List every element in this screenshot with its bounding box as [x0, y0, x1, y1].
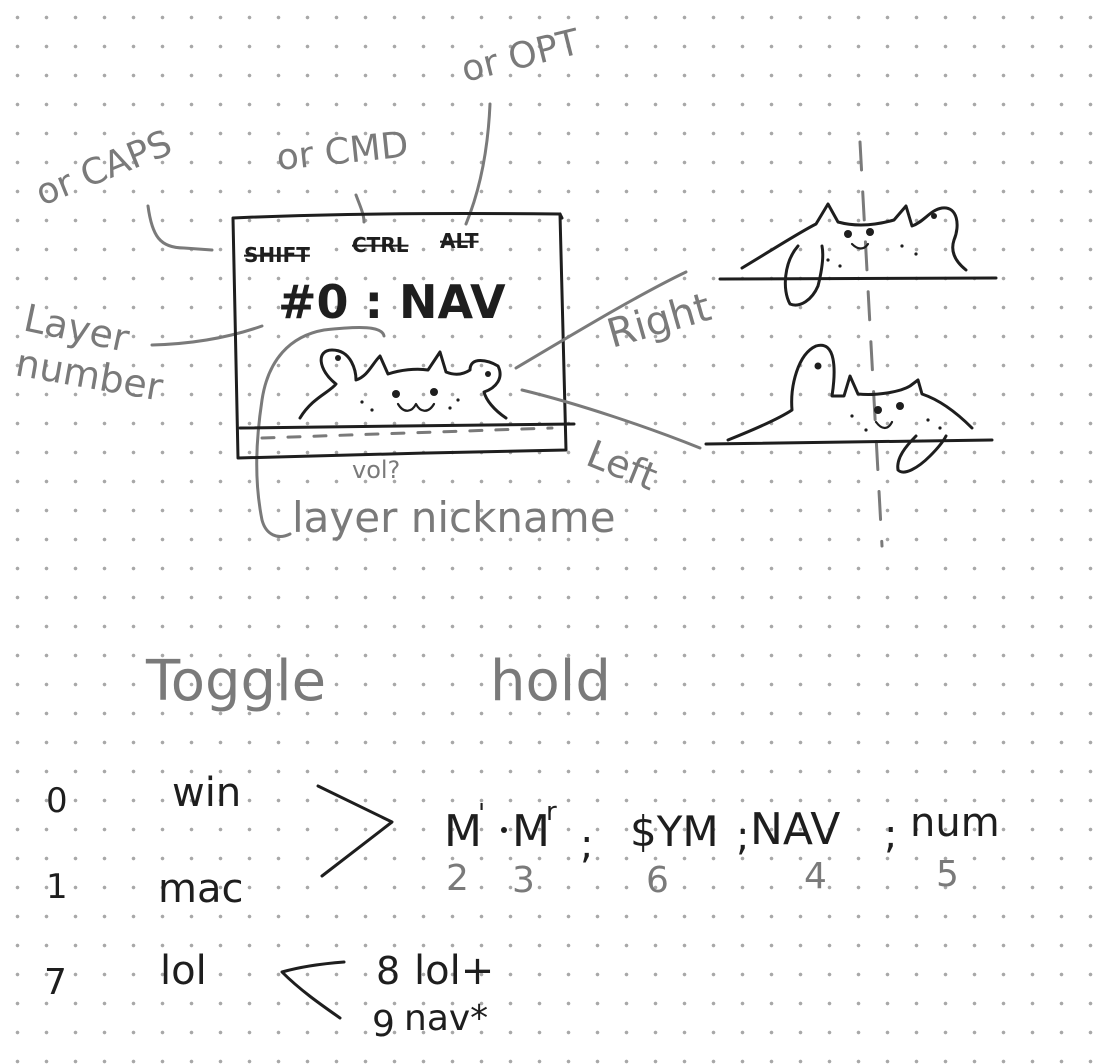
annotation-or-cmd: or CMD	[275, 124, 411, 179]
hold-layer-m1-number: 2	[446, 858, 469, 899]
hold-layer-num-number: 5	[936, 854, 959, 895]
leader-line-layer-number	[150, 324, 264, 347]
annotation-left: Left	[581, 432, 664, 500]
svg-text:;: ;	[580, 822, 593, 868]
display-frame	[231, 211, 568, 460]
toggle-row-1-number: 1	[46, 867, 68, 907]
svg-text:r: r	[546, 797, 557, 827]
header-hold: hold	[490, 649, 611, 714]
hold-layer-num-name: num	[910, 800, 1000, 846]
toggle-row-1-name: mac	[158, 866, 243, 912]
annotation-layer-nickname: layer nickname	[292, 493, 616, 542]
annotation-right: Right	[602, 284, 716, 357]
annotation-vol: vol?	[352, 456, 400, 484]
modifier-shift: SHIFT	[244, 243, 310, 267]
centre-divider-dashed	[858, 140, 884, 548]
hold-layer-nav-number: 4	[804, 856, 827, 897]
hold-layer-m2-number: 3	[512, 860, 535, 901]
chevron-right-icon	[316, 784, 394, 878]
chevron-left-icon	[280, 960, 346, 1020]
cat-icon-left-aligned	[704, 343, 994, 474]
modifier-alt: ALT	[440, 229, 479, 253]
leader-line-cmd	[354, 193, 366, 224]
lol-hold-9-name: nav*	[404, 998, 488, 1039]
hold-layer-m2-name: M	[512, 806, 550, 857]
toggle-row-7-name: lol	[160, 948, 207, 994]
annotation-or-caps: or CAPS	[30, 123, 178, 214]
modifier-ctrl: CTRL	[352, 233, 409, 257]
lol-hold-9-number: 9	[372, 1004, 395, 1045]
header-toggle: Toggle	[145, 649, 326, 714]
leader-line-opt	[464, 102, 492, 226]
hold-layer-m1-name: M	[444, 806, 482, 857]
toggle-row-0-number: 0	[46, 781, 68, 821]
leader-line-nickname	[255, 326, 386, 538]
layer-title: #0 : NAV	[278, 275, 506, 329]
leader-line-caps	[146, 204, 214, 252]
hold-layers-row: M ' M r ; $YM ; NAV ; num 2 3 6 4 5	[444, 797, 1000, 901]
toggle-row-7-number: 7	[44, 962, 67, 1003]
display-bottom-bar-line	[238, 422, 576, 430]
lol-hold-8-name: lol+	[414, 948, 494, 994]
cat-icon-right-aligned	[718, 202, 998, 307]
svg-text:;: ;	[884, 812, 897, 858]
svg-text:': '	[478, 799, 485, 829]
hold-layer-sym-name: $YM	[630, 807, 719, 856]
leader-line-right	[514, 270, 688, 370]
cat-icon	[298, 348, 508, 420]
hold-layer-sym-number: 6	[646, 860, 669, 901]
leader-line-left	[520, 388, 702, 450]
display-mockup: SHIFT CTRL ALT #0 : NAV vol?	[231, 211, 576, 484]
annotation-or-opt: or OPT	[457, 22, 585, 91]
hold-layer-nav-name: NAV	[750, 804, 840, 855]
volume-dashed-line	[260, 426, 554, 440]
lol-hold-8-number: 8	[376, 949, 400, 993]
svg-text:;: ;	[736, 814, 749, 860]
toggle-row-0-name: win	[172, 770, 241, 816]
